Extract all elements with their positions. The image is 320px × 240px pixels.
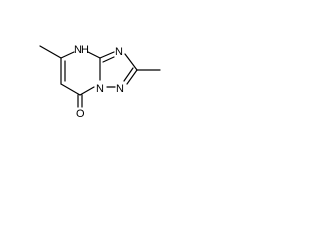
bond-fused-carbon-to-n-top xyxy=(99,51,115,59)
bond-n-top-to-c-methyl xyxy=(124,53,138,71)
bond-c-methyl-to-n-bottom-double xyxy=(123,67,134,82)
bond-c-methyl-to-nh xyxy=(60,51,75,59)
bond-carbonyl-to-ch xyxy=(60,83,81,96)
chemical-structure: N H N N N O xyxy=(39,44,161,120)
bond-fused-carbon-to-n-top-double xyxy=(102,56,115,63)
atom-label-n-ring5-top: N xyxy=(115,46,123,58)
bond-methyl-left xyxy=(39,45,62,59)
bond-bridge-n-to-carbonyl xyxy=(79,86,95,96)
bond-nh-to-fused-carbon xyxy=(87,51,101,59)
atom-label-nh-n: N xyxy=(74,44,82,56)
atom-label-nh-h: H xyxy=(81,44,89,56)
atom-label-n-bridge: N xyxy=(96,83,104,95)
atom-label-o: O xyxy=(76,108,85,120)
bond-c-methyl-to-n-bottom xyxy=(126,69,138,85)
atom-label-n-ring5-bottom: N xyxy=(116,83,124,95)
